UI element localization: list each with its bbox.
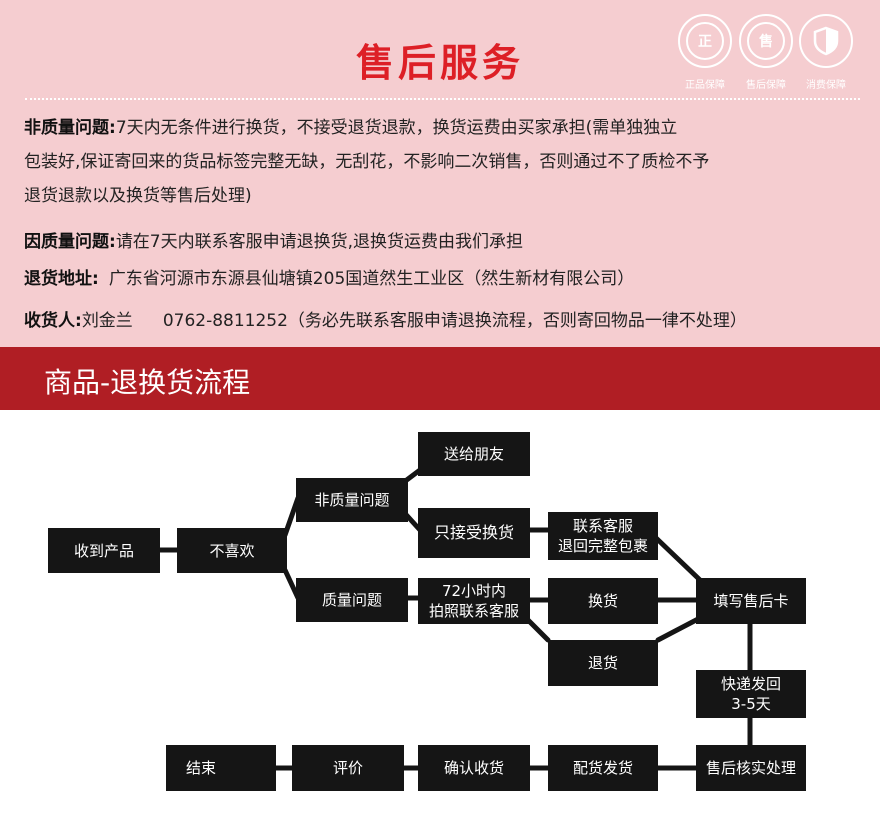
node-confirm: 确认收货 (418, 745, 530, 791)
non-quality-policy: 非质量问题:7天内无条件进行换货，不接受退货退款，换货运费由买家承担(需单独独立… (24, 118, 710, 206)
badge-caption: 消费保障 (806, 80, 846, 91)
node-photo-contact: 72小时内拍照联系客服 (418, 578, 530, 624)
flow-section-title: 商品-退换货流程 (44, 366, 251, 399)
quality-policy: 因质量问题:请在7天内联系客服申请退换货,退换货运费由我们承担 (24, 232, 524, 252)
badge-caption: 正品保障 (685, 80, 725, 91)
node-contact-service: 联系客服退回完整包裹 (548, 512, 658, 560)
after-sales-panel: 售后服务 正 正品保障 售 售后保障 消费保障 非质量问题:7天内无条件进行换货… (0, 0, 880, 347)
return-address: 退货地址:广东省河源市东源县仙塘镇205国道然生工业区（然生新材有限公司） (24, 269, 635, 289)
page-title: 售后服务 (355, 41, 524, 85)
node-end: 结束 (166, 745, 276, 791)
node-ship: 配货发货 (548, 745, 658, 791)
authentic-icon: 正 (678, 14, 732, 68)
node-exchange: 换货 (548, 578, 658, 624)
flow-section-header: 商品-退换货流程 (0, 347, 880, 410)
node-gift: 送给朋友 (418, 432, 530, 476)
badge-consumer: 消费保障 (797, 14, 855, 91)
receiver-phone: 0762-8811252 (162, 311, 288, 331)
badge-authentic: 正 正品保障 (676, 14, 734, 91)
shield-icon (799, 14, 853, 68)
badge-caption: 售后保障 (746, 80, 786, 91)
node-exchange-only: 只接受换货 (418, 508, 530, 558)
node-receive: 收到产品 (48, 528, 160, 573)
node-dislike: 不喜欢 (177, 528, 287, 573)
receiver-name: 刘金兰 (81, 311, 133, 331)
node-fill-card: 填写售后卡 (696, 578, 806, 624)
aftersale-icon: 售 (739, 14, 793, 68)
dotted-divider (25, 98, 860, 100)
node-quality: 质量问题 (296, 578, 408, 622)
badge-aftersale: 售 售后保障 (737, 14, 795, 91)
node-refund: 退货 (548, 640, 658, 686)
node-verify: 售后核实处理 (696, 745, 806, 791)
node-review: 评价 (292, 745, 404, 791)
receiver-note: （务必先联系客服申请退换流程，否则寄回物品一律不处理） (287, 311, 747, 331)
node-non-quality: 非质量问题 (296, 478, 408, 522)
